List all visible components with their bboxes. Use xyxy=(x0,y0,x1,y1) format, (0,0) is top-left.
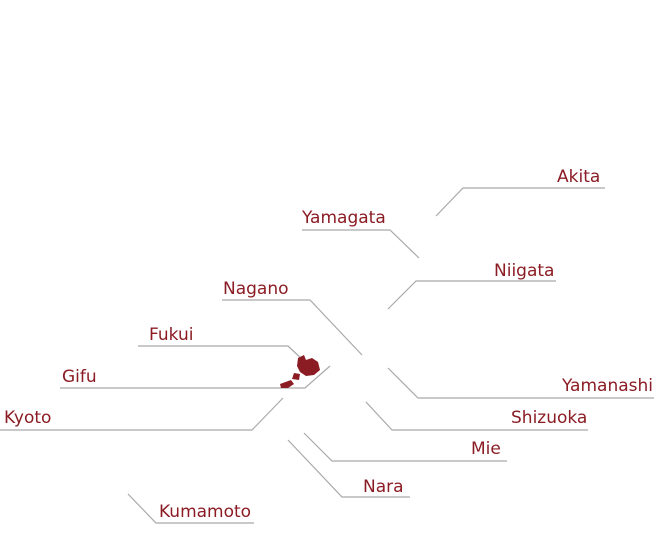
japan-region-shape-icon xyxy=(280,355,320,388)
leader-line-shizuoka xyxy=(365,401,588,431)
prefecture-label-nagano[interactable]: Nagano xyxy=(223,279,289,299)
prefecture-label-fukui[interactable]: Fukui xyxy=(149,325,194,345)
leader-line-akita xyxy=(435,187,605,217)
leader-line-yamagata xyxy=(302,229,420,259)
leader-line-kyoto xyxy=(0,397,284,431)
prefecture-label-niigata[interactable]: Niigata xyxy=(494,261,555,281)
leader-line-fukui xyxy=(138,345,304,361)
prefecture-label-yamanashi[interactable]: Yamanashi xyxy=(562,376,653,396)
prefecture-label-kyoto[interactable]: Kyoto xyxy=(4,408,52,428)
prefecture-label-shizuoka[interactable]: Shizuoka xyxy=(511,408,588,428)
prefecture-label-akita[interactable]: Akita xyxy=(557,167,601,187)
leader-line-niigata xyxy=(387,280,556,310)
leader-line-nara xyxy=(287,439,410,498)
prefecture-label-yamagata[interactable]: Yamagata xyxy=(302,208,386,228)
leader-line-gifu xyxy=(60,365,331,389)
prefecture-label-nara[interactable]: Nara xyxy=(363,477,404,497)
leader-line-nagano xyxy=(222,299,363,356)
prefecture-label-gifu[interactable]: Gifu xyxy=(62,367,97,387)
prefecture-label-mie[interactable]: Mie xyxy=(471,439,501,459)
leader-line-kumamoto xyxy=(127,493,254,524)
prefecture-label-kumamoto[interactable]: Kumamoto xyxy=(159,502,252,522)
leader-line-yamanashi xyxy=(387,367,654,399)
leader-line-mie xyxy=(303,432,507,462)
